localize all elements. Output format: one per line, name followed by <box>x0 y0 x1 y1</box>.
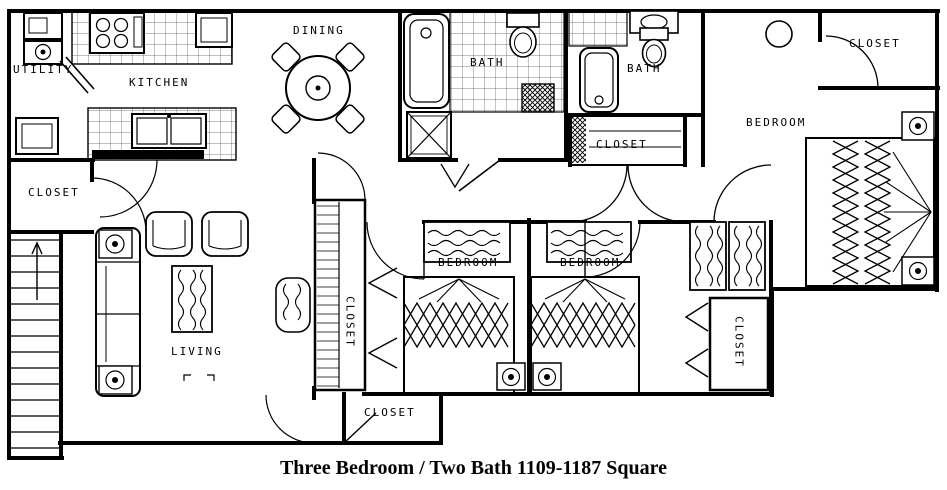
room-label-closet-hall: CLOSET <box>596 138 648 151</box>
room-label-bedroom-center-right: BEDROOM <box>560 256 621 269</box>
room-label-bath-main: BATH <box>470 56 505 69</box>
room-label-closet-right-wing: CLOSET <box>732 316 746 368</box>
room-label-kitchen: KITCHEN <box>129 76 190 89</box>
floorplan-caption: Three Bedroom / Two Bath 1109-1187 Squar… <box>279 457 668 479</box>
room-label-closet-left: CLOSET <box>28 186 80 199</box>
room-label-utility: UTILITY <box>13 63 74 76</box>
room-label-closet-top-right: CLOSET <box>849 37 901 50</box>
room-label-living: LIVING <box>171 345 223 358</box>
room-label-closet-center: CLOSET <box>343 296 357 348</box>
room-label-dining: DINING <box>293 24 345 37</box>
room-label-bedroom-right: BEDROOM <box>746 116 807 129</box>
room-label-closet-bottom: CLOSET <box>364 406 416 419</box>
room-label-bedroom-center-left: BEDROOM <box>438 256 499 269</box>
room-label-bath-second: BATH <box>627 62 662 75</box>
